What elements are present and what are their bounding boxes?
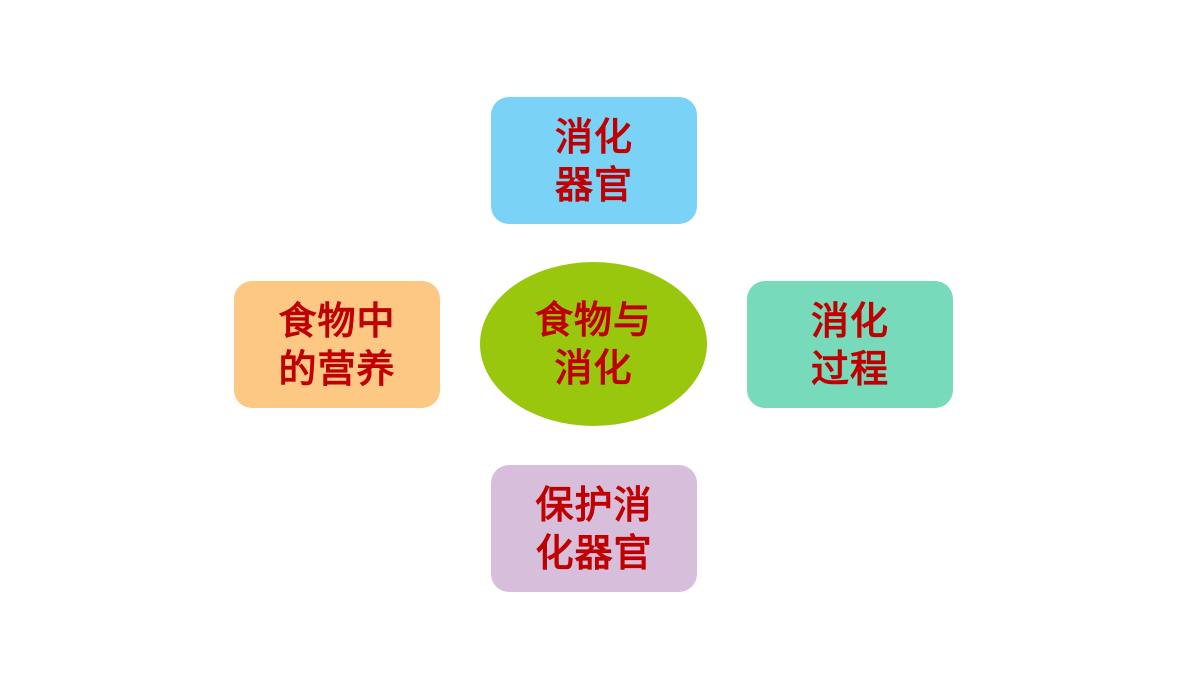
node-digestive-organs-line-1: 消化 bbox=[554, 114, 633, 159]
node-nutrition-in-food: 食物中 的营养 bbox=[234, 281, 440, 408]
node-nutrition-in-food-line-1: 食物中 bbox=[278, 298, 396, 343]
node-protect-digestive-organs: 保护消 化器官 bbox=[491, 465, 697, 592]
node-digestion-process-line-2: 过程 bbox=[810, 346, 889, 391]
node-protect-digestive-organs-line-2: 化器官 bbox=[535, 530, 653, 575]
node-digestion-process-line-1: 消化 bbox=[810, 298, 889, 343]
node-food-and-digestion-line-1: 食物与 bbox=[534, 298, 652, 342]
node-digestive-organs-line-2: 器官 bbox=[554, 162, 633, 207]
node-nutrition-in-food-line-2: 的营养 bbox=[278, 346, 396, 391]
node-digestion-process: 消化 过程 bbox=[747, 281, 953, 408]
node-protect-digestive-organs-line-1: 保护消 bbox=[535, 482, 653, 527]
node-digestive-organs: 消化 器官 bbox=[491, 97, 697, 224]
node-food-and-digestion-line-2: 消化 bbox=[554, 346, 633, 390]
node-food-and-digestion: 食物与 消化 bbox=[480, 262, 707, 426]
